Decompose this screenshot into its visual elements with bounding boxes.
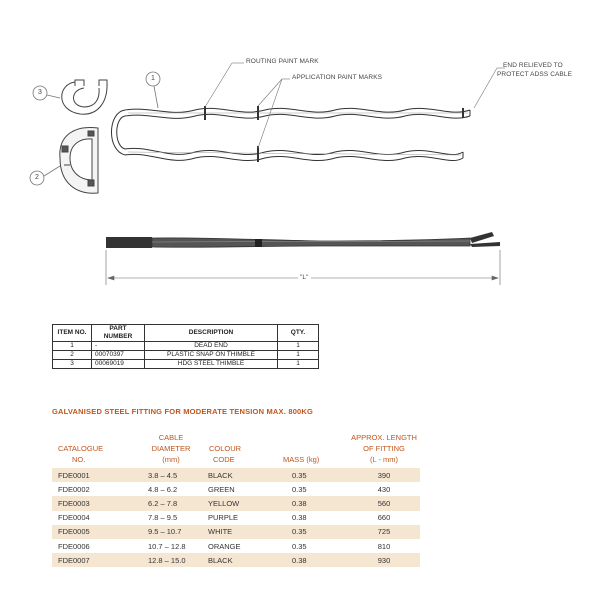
approx-length: 725 <box>348 524 420 539</box>
header-diameter-line1: CABLE <box>158 433 184 442</box>
colour-code: YELLOW <box>208 496 282 511</box>
part-number: - <box>91 341 145 351</box>
cable-diameter: 4.8 – 6.2 <box>134 482 208 497</box>
callout-number-1: 1 <box>151 75 155 82</box>
colour-code: WHITE <box>208 524 282 539</box>
catalogue-no: FDE0003 <box>52 496 134 511</box>
spec-title: GALVANISED STEEL FITTING FOR MODERATE TE… <box>52 407 314 416</box>
colour-code: BLACK <box>208 468 282 483</box>
table-row: FDE0003 6.2 – 7.8 YELLOW 0.38 560 <box>52 496 420 511</box>
callout-bubbles <box>29 71 161 186</box>
mass: 0.38 <box>282 496 348 511</box>
qty: 1 <box>277 350 319 360</box>
dead-end-side-view <box>106 232 500 248</box>
header-length-line2: OF FITTING <box>363 444 405 453</box>
table-row: FDE0001 3.8 – 4.5 BLACK 0.35 390 <box>52 468 420 483</box>
header-colour-line1: COLOUR <box>209 444 242 453</box>
colour-code: PURPLE <box>208 510 282 525</box>
header-length-line1: APPROX. LENGTH <box>351 433 417 442</box>
header-length: APPROX. LENGTH OF FITTING (L - mm) <box>348 431 420 468</box>
steel-thimble-drawing <box>61 79 108 115</box>
description: PLASTIC SNAP ON THIMBLE <box>144 350 278 360</box>
qty: 1 <box>277 359 319 369</box>
approx-length: 430 <box>348 482 420 497</box>
header-colour: COLOUR CODE <box>208 431 282 468</box>
header-qty: QTY. <box>277 324 319 342</box>
approx-length: 930 <box>348 553 420 568</box>
table-row: FDE0006 10.7 – 12.8 ORANGE 0.35 810 <box>52 538 420 554</box>
table-row: FDE0004 7.8 – 9.5 PURPLE 0.38 660 <box>52 510 420 525</box>
mass: 0.35 <box>282 482 348 497</box>
header-length-line3: (L - mm) <box>369 455 399 464</box>
description: DEAD END <box>144 341 278 351</box>
callout-number-3: 3 <box>38 89 42 96</box>
leader-lines <box>204 62 505 149</box>
header-description: DESCRIPTION <box>144 324 278 342</box>
approx-length: 660 <box>348 510 420 525</box>
header-mass-line1: MASS (kg) <box>283 455 320 464</box>
header-catalogue-line2: NO. <box>72 455 86 464</box>
paint-marks <box>204 106 464 162</box>
table-row: FDE0005 9.5 – 10.7 WHITE 0.35 725 <box>52 524 420 539</box>
parts-table-header: ITEM NO. PART NUMBER DESCRIPTION QTY. <box>52 324 319 342</box>
plastic-thimble-drawing <box>59 126 99 194</box>
header-item-no: ITEM NO. <box>52 324 92 342</box>
table-row: FDE0002 4.8 – 6.2 GREEN 0.35 430 <box>52 482 420 497</box>
cable-diameter: 9.5 – 10.7 <box>134 524 208 539</box>
cable-diameter: 6.2 – 7.8 <box>134 496 208 511</box>
header-catalogue: CATALOGUE NO. <box>52 431 134 468</box>
header-diameter-line2: DIAMETER <box>151 444 191 453</box>
part-number: 00069019 <box>91 359 145 369</box>
approx-length: 390 <box>348 468 420 483</box>
cable-diameter: 10.7 – 12.8 <box>134 538 208 554</box>
dead-end-top-view <box>111 107 471 162</box>
catalogue-no: FDE0002 <box>52 482 134 497</box>
description: HDG STEEL THIMBLE <box>144 359 278 369</box>
parts-table: ITEM NO. PART NUMBER DESCRIPTION QTY. 1 … <box>52 324 319 369</box>
colour-code: ORANGE <box>208 538 282 554</box>
spec-table: CATALOGUE NO. CABLE DIAMETER (mm) COLOUR… <box>52 431 420 568</box>
callout-number-2: 2 <box>35 174 39 181</box>
cable-diameter: 3.8 – 4.5 <box>134 468 208 483</box>
table-row: 3 00069019 HDG STEEL THIMBLE 1 <box>52 359 319 369</box>
colour-code: GREEN <box>208 482 282 497</box>
length-label: "L" <box>298 274 311 281</box>
approx-length: 560 <box>348 496 420 511</box>
qty: 1 <box>277 341 319 351</box>
header-mass: MASS (kg) <box>282 431 348 468</box>
header-diameter: CABLE DIAMETER (mm) <box>134 431 208 468</box>
cable-diameter: 12.8 – 15.0 <box>134 553 208 568</box>
mass: 0.35 <box>282 468 348 483</box>
mass: 0.38 <box>282 510 348 525</box>
mass: 0.38 <box>282 553 348 568</box>
header-diameter-line3: (mm) <box>162 455 180 464</box>
end-relieved-label-1: END RELIEVED TO <box>503 62 563 69</box>
table-row: 1 - DEAD END 1 <box>52 341 319 351</box>
catalogue-no: FDE0004 <box>52 510 134 525</box>
table-row: 2 00070397 PLASTIC SNAP ON THIMBLE 1 <box>52 350 319 360</box>
catalogue-no: FDE0006 <box>52 538 134 554</box>
item-no: 3 <box>52 359 92 369</box>
spec-table-header: CATALOGUE NO. CABLE DIAMETER (mm) COLOUR… <box>52 431 420 468</box>
item-no: 1 <box>52 341 92 351</box>
catalogue-no: FDE0001 <box>52 468 134 483</box>
routing-paint-mark-label: ROUTING PAINT MARK <box>246 58 319 65</box>
header-colour-line2: CODE <box>213 455 235 464</box>
technical-drawing <box>29 62 505 285</box>
catalogue-no: FDE0007 <box>52 553 134 568</box>
mass: 0.35 <box>282 538 348 554</box>
item-no: 2 <box>52 350 92 360</box>
table-row: FDE0007 12.8 – 15.0 BLACK 0.38 930 <box>52 553 420 568</box>
end-relieved-label-2: PROTECT ADSS CABLE <box>497 71 573 78</box>
cable-diameter: 7.8 – 9.5 <box>134 510 208 525</box>
part-number: 00070397 <box>91 350 145 360</box>
approx-length: 810 <box>348 538 420 554</box>
mass: 0.35 <box>282 524 348 539</box>
header-part-number: PART NUMBER <box>91 324 145 342</box>
header-catalogue-line1: CATALOGUE <box>58 444 104 453</box>
application-paint-marks-label: APPLICATION PAINT MARKS <box>292 74 383 81</box>
catalogue-no: FDE0005 <box>52 524 134 539</box>
colour-code: BLACK <box>208 553 282 568</box>
